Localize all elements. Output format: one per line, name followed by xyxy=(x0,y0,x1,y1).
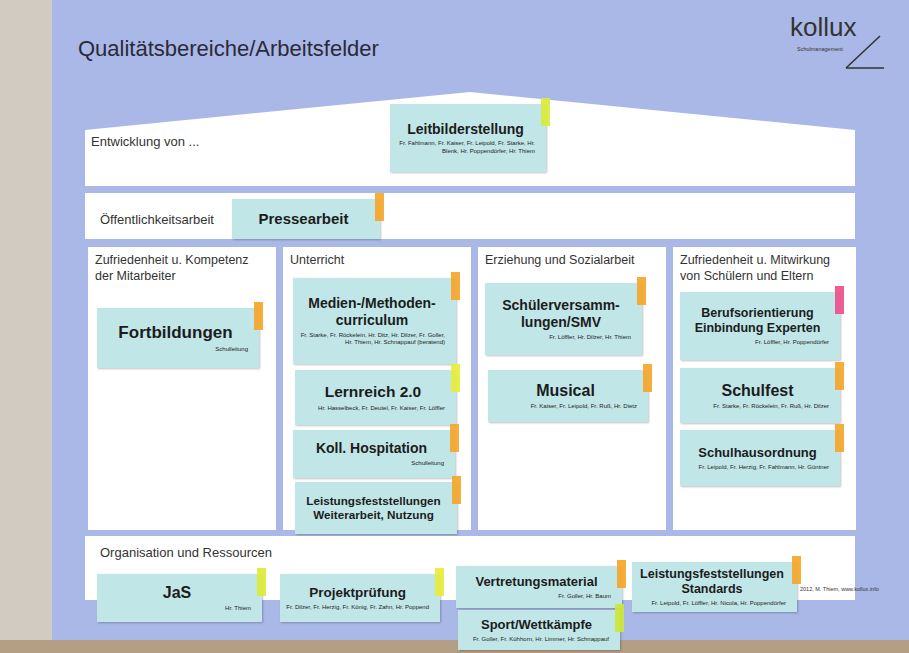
task-card: ProjektprüfungFr. Dilzer, Fr. Herzig, Fr… xyxy=(280,574,440,622)
sticky-flag xyxy=(435,568,444,596)
sticky-flag xyxy=(637,277,646,305)
section-band: Organisation und RessourcenJaSHr. ThiemP… xyxy=(85,536,855,600)
card-title: Pressearbeit xyxy=(238,210,369,228)
task-card: Pressearbeit xyxy=(232,199,380,239)
task-card: FortbildungenSchulleitung xyxy=(97,308,259,368)
member-names: Fr. Fahlmann, Fr. Kaiser, Fr. Leipold, F… xyxy=(396,140,535,155)
column-heading: Zufriedenheit u. Mitwirkung von Schülern… xyxy=(673,247,856,284)
column-heading: Erziehung und Sozialarbeit xyxy=(478,247,666,269)
sticky-flag xyxy=(541,98,550,126)
task-card: MusicalFr. Kaiser, Fr. Leipold, Fr. Ruß,… xyxy=(488,370,648,422)
sticky-flag xyxy=(452,476,461,504)
member-names: Fr. Goller, Fr. Kühhorn, Hr. Limmer, Hr.… xyxy=(464,636,609,644)
task-card: Schülerversamm- lungen/SMV Fr. Löffler, H… xyxy=(485,283,642,355)
task-card: Medien-/Methoden- curriculumFr. Starke, … xyxy=(293,278,456,364)
task-card: VertretungsmaterialFr. Goller, Hr. Baum xyxy=(456,566,622,608)
roof-band: Entwicklung von ... LeitbilderstellungFr.… xyxy=(85,92,855,186)
card-title: Projektprüfung xyxy=(286,585,429,601)
card-title: Koll. Hospitation xyxy=(299,440,444,457)
member-names: Fr. Goller, Hr. Baum xyxy=(462,593,611,601)
task-card: Leistungsfeststellungen StandardsFr. Lei… xyxy=(632,562,797,612)
logo-subtitle: Schulmanagement xyxy=(797,46,843,52)
card-title: Leitbilderstellung xyxy=(396,121,535,138)
card-title: Vertretungsmaterial xyxy=(462,574,611,590)
sticky-flag xyxy=(254,302,263,330)
member-names: Fr. Dilzer, Fr. Herzig, Fr. König, Fr. Z… xyxy=(286,604,429,612)
quality-column: UnterrichtMedien-/Methoden- curriculumFr… xyxy=(283,247,471,530)
task-card: LeitbilderstellungFr. Fahlmann, Fr. Kais… xyxy=(390,104,546,172)
sticky-flag xyxy=(450,424,459,452)
task-card: JaS Hr. Thiem xyxy=(97,574,262,622)
member-names: Hr. Hasselbeck, Fr. Deutel, Fr. Kaiser, … xyxy=(301,405,445,413)
logo-text: kollux xyxy=(790,12,856,43)
task-card: Leistungsfeststellungen Weiterarbeit, Nu… xyxy=(295,482,457,534)
task-card: Koll. HospitationSchulleitung xyxy=(293,430,455,478)
member-names: Fr. Löffler, Hr. Dilzer, Hr. Thiem xyxy=(491,334,631,342)
card-title: Leistungsfeststellungen Weiterarbeit, Nu… xyxy=(301,494,446,522)
member-names: Schulleitung xyxy=(103,346,248,354)
sticky-flag xyxy=(835,362,844,390)
roof-polygon xyxy=(85,92,855,186)
task-card: SchulhausordnungFr. Leipold, Fr. Herzig,… xyxy=(680,430,840,486)
task-card: Berufsorientierung Einbindung ExpertenFr… xyxy=(680,292,840,360)
wall-strip xyxy=(0,0,52,640)
quality-column: Erziehung und SozialarbeitSchülerversamm… xyxy=(478,247,666,530)
poster-title: Qualitätsbereiche/Arbeitsfelder xyxy=(78,36,379,62)
column-heading: Zufriedenheit u. Kompetenz der Mitarbeit… xyxy=(88,247,276,284)
card-title: Schülerversamm- lungen/SMV xyxy=(491,297,631,331)
task-card: Sport/WettkämpfeFr. Goller, Fr. Kühhorn,… xyxy=(458,610,620,650)
member-names: Fr. Starke, Fr. Röckelein, Fr. Ruß, Hr. … xyxy=(686,403,829,411)
member-names: Fr. Leipold, Fr. Löffler, Hr. Nicola, Hr… xyxy=(638,600,786,608)
sticky-flag xyxy=(617,560,626,588)
card-title: Sport/Wettkämpfe xyxy=(464,617,609,633)
member-names: Fr. Kaiser, Fr. Leipold, Fr. Ruß, Hr. Di… xyxy=(494,403,637,411)
card-title: Schulhausordnung xyxy=(686,445,829,461)
member-names: Fr. Starke, Fr. Röckelein, Hr. Ditz, Hr.… xyxy=(299,332,445,347)
footer-note: 2012, M. Thiem, www.kollux.info xyxy=(800,586,902,592)
section-heading: Entwicklung von ... xyxy=(91,134,199,149)
sticky-flag xyxy=(792,556,801,584)
quality-column: Zufriedenheit u. Mitwirkung von Schülern… xyxy=(673,247,856,530)
card-title: Berufsorientierung Einbindung Experten xyxy=(686,306,829,336)
sticky-flag xyxy=(451,364,460,392)
member-names: Fr. Leipold, Fr. Herzig, Fr. Fahlmann, H… xyxy=(686,464,829,472)
card-title: Musical xyxy=(494,381,637,400)
logo-base xyxy=(846,67,884,69)
card-title: Schulfest xyxy=(686,381,829,400)
column-heading: Unterricht xyxy=(283,247,471,269)
card-title: Medien-/Methoden- curriculum xyxy=(299,295,445,329)
sticky-flag xyxy=(257,568,266,596)
member-names: Hr. Thiem xyxy=(103,605,251,613)
section-band: Öffentlichkeitsarbeit Pressearbeit xyxy=(85,193,855,239)
member-names: Schulleitung xyxy=(299,460,444,468)
sticky-flag xyxy=(643,364,652,392)
card-title: Leistungsfeststellungen Standards xyxy=(638,567,786,597)
quality-column: Zufriedenheit u. Kompetenz der Mitarbeit… xyxy=(88,247,276,530)
poster-board xyxy=(52,0,909,640)
sticky-flag xyxy=(615,604,624,632)
section-heading: Öffentlichkeitsarbeit xyxy=(93,206,220,228)
sticky-flag xyxy=(835,424,844,452)
card-title: Lernreich 2.0 xyxy=(301,383,445,402)
task-card: Lernreich 2.0Hr. Hasselbeck, Fr. Deutel,… xyxy=(295,370,456,425)
card-title: JaS xyxy=(103,583,251,602)
sticky-flag xyxy=(835,286,844,314)
section-heading: Organisation und Ressourcen xyxy=(93,539,278,561)
member-names: Fr. Löffler, Hr. Poppendörfer xyxy=(686,339,829,347)
sticky-flag xyxy=(451,272,460,300)
sticky-flag xyxy=(375,193,384,221)
task-card: SchulfestFr. Starke, Fr. Röckelein, Fr. … xyxy=(680,368,840,423)
card-title: Fortbildungen xyxy=(103,323,248,343)
